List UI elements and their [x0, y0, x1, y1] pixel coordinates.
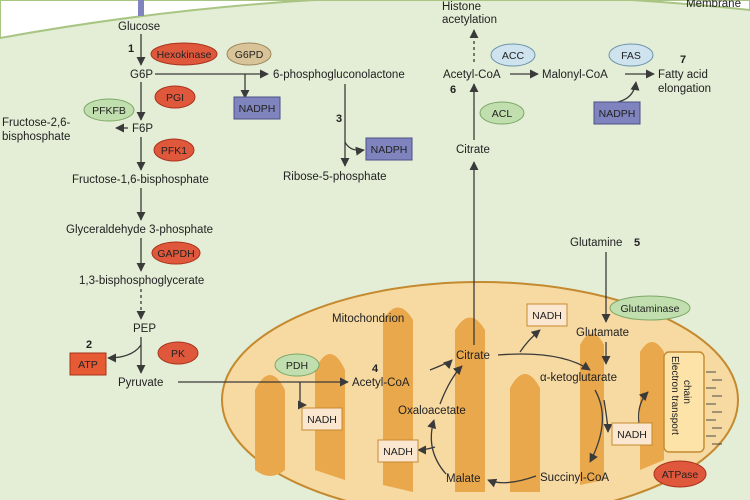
f26bp-label-line2: bisphosphate [2, 131, 70, 143]
membrane-label: Membrane [686, 0, 741, 10]
svg-text:NADPH: NADPH [371, 144, 408, 156]
svg-text:Hexokinase: Hexokinase [157, 49, 212, 61]
svg-text:NADPH: NADPH [239, 103, 276, 115]
etc-label-line1: Electron transport [669, 356, 680, 435]
svg-text:ATPase: ATPase [662, 469, 699, 481]
citrate-cyto-label: Citrate [456, 144, 490, 156]
cell-membrane-edge [0, 0, 750, 40]
step-number-7: 7 [680, 54, 686, 66]
nadh-box-akg: NADH [611, 422, 653, 446]
pyruvate-label: Pyruvate [118, 377, 163, 389]
acetylcoa-mito-label: Acetyl-CoA [352, 377, 410, 389]
enzyme-pdh: PDH [274, 353, 320, 377]
atp-box: ATP [69, 352, 107, 376]
svg-text:PK: PK [171, 348, 185, 360]
enzyme-fas: FAS [608, 43, 654, 67]
nadph-box-ppp2: NADPH [365, 137, 413, 161]
f26bp-label-line1: Fructose-2,6- [2, 117, 71, 129]
step-number-6: 6 [450, 84, 456, 96]
nadh-box-pdh: NADH [301, 407, 343, 431]
glucose-label: Glucose [118, 21, 160, 33]
step-number-1: 1 [128, 43, 134, 55]
enzyme-pfkfb: PFKFB [83, 98, 135, 122]
svg-text:NADPH: NADPH [599, 108, 636, 120]
glycolysis-arrows [107, 0, 349, 410]
enzyme-hexokinase: Hexokinase [150, 42, 218, 66]
enzyme-pgi: PGI [154, 85, 196, 109]
enzyme-pk: PK [157, 341, 199, 365]
f16bp-label: Fructose-1,6-bisphosphate [72, 174, 209, 186]
glutamine-label: Glutamine [570, 237, 622, 249]
svg-text:PFK1: PFK1 [161, 145, 187, 157]
glutamate-label: Glutamate [576, 327, 629, 339]
nadh-box-citrate: NADH [526, 303, 568, 327]
enzyme-gapdh: GAPDH [151, 241, 201, 265]
etc-panel [663, 351, 705, 453]
fatty-acid-label-line2: elongation [658, 83, 711, 95]
g6p-label: G6P [130, 69, 153, 81]
enzyme-acl: ACL [479, 101, 525, 125]
lipid-arrows [469, 29, 655, 345]
histone-label-line1: Histone [442, 1, 481, 13]
nadph-box-ppp1: NADPH [233, 96, 281, 120]
succinylcoa-label: Succinyl-CoA [540, 472, 609, 484]
mitochondrion-label: Mitochondrion [332, 313, 404, 325]
atpase-badge: ATPase [653, 460, 707, 488]
malonylcoa-label: Malonyl-CoA [542, 69, 608, 81]
nadph-box-fas: NADPH [593, 101, 641, 125]
step-number-4: 4 [372, 363, 379, 375]
pep-label: PEP [133, 323, 156, 335]
etc-electron-marks [706, 371, 722, 445]
enzyme-glutaminase: Glutaminase [609, 295, 691, 321]
g3p-label: Glyceraldehyde 3-phosphate [66, 224, 213, 236]
svg-text:GAPDH: GAPDH [157, 248, 194, 260]
citrate-mito-label: Citrate [456, 350, 490, 362]
step-number-2: 2 [86, 339, 92, 351]
svg-text:FAS: FAS [621, 50, 641, 62]
enzyme-acc: ACC [490, 43, 536, 67]
svg-text:Glutaminase: Glutaminase [621, 303, 680, 315]
svg-text:PDH: PDH [286, 360, 308, 372]
svg-text:ACC: ACC [502, 50, 525, 62]
bpg-label: 1,3-bisphosphoglycerate [79, 275, 204, 287]
pgl-label: 6-phosphogluconolactone [273, 69, 405, 81]
fatty-acid-label-line1: Fatty acid [658, 69, 708, 81]
svg-text:ATP: ATP [78, 359, 98, 371]
f6p-label: F6P [132, 123, 153, 135]
enzyme-pfk1: PFK1 [153, 138, 195, 162]
malate-label: Malate [446, 473, 481, 485]
svg-text:NADH: NADH [383, 446, 413, 458]
histone-label-line2: acetylation [442, 14, 497, 26]
acetylcoa-cyto-label: Acetyl-CoA [443, 69, 501, 81]
etc-label-line2: chain [681, 380, 692, 404]
enzyme-g6pd: G6PD [226, 42, 272, 66]
svg-text:NADH: NADH [617, 429, 647, 441]
svg-text:G6PD: G6PD [235, 49, 264, 61]
svg-text:ACL: ACL [492, 108, 513, 120]
ppp-arrows [340, 84, 365, 167]
akg-label: α-ketoglutarate [540, 372, 617, 384]
svg-text:PFKFB: PFKFB [92, 105, 126, 117]
oxaloacetate-label: Oxaloacetate [398, 405, 466, 417]
r5p-label: Ribose-5-phosphate [283, 171, 387, 183]
svg-text:PGI: PGI [166, 92, 184, 104]
step-number-5: 5 [634, 237, 640, 249]
svg-text:NADH: NADH [307, 414, 337, 426]
svg-text:NADH: NADH [532, 310, 562, 322]
step-number-3: 3 [336, 113, 342, 125]
nadh-box-malate: NADH [377, 439, 419, 463]
